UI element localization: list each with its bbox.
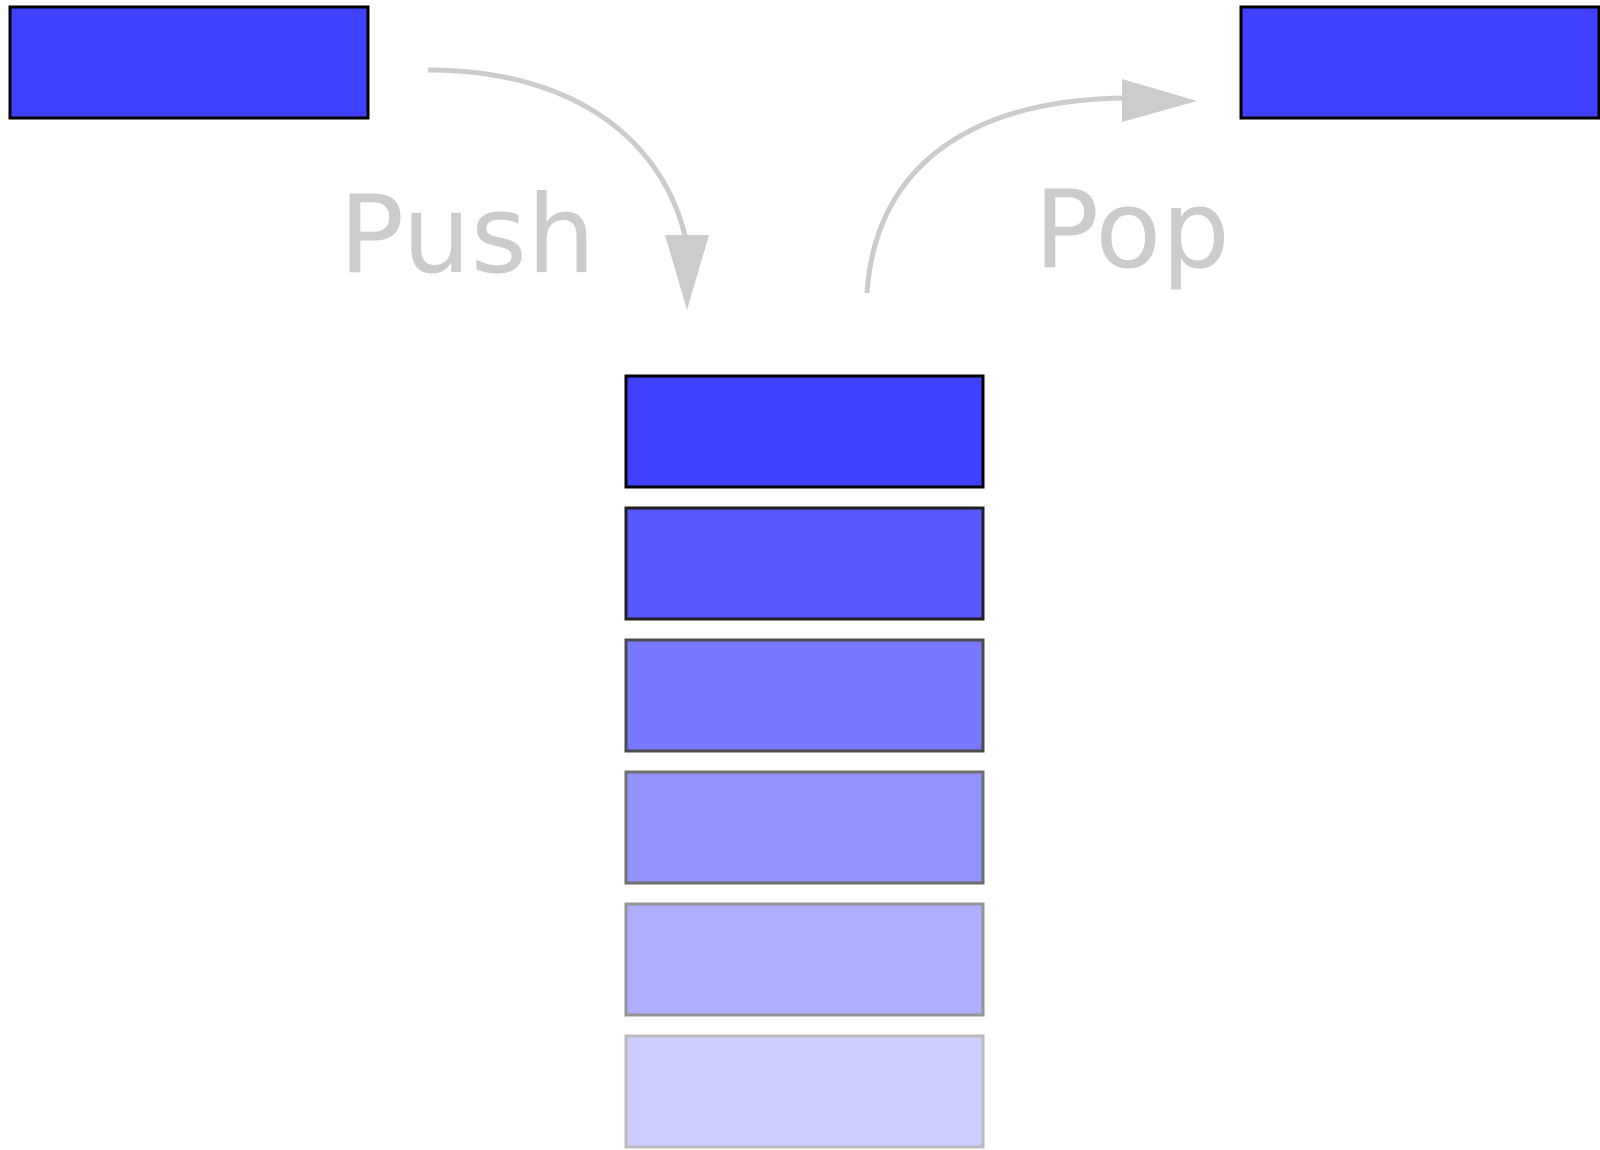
stack-item — [624, 638, 985, 753]
stack-item — [624, 506, 985, 621]
pop-arrow-icon — [864, 79, 1197, 294]
pop-label: Pop — [1034, 168, 1230, 293]
incoming-element — [8, 5, 370, 120]
stack-item — [624, 1034, 985, 1149]
stack-top-item — [624, 374, 985, 489]
push-label: Push — [339, 173, 595, 298]
popped-element — [1239, 5, 1600, 120]
stack-item — [624, 770, 985, 885]
push-arrow-icon — [427, 67, 709, 310]
stack — [624, 374, 985, 1149]
stack-item — [624, 902, 985, 1017]
